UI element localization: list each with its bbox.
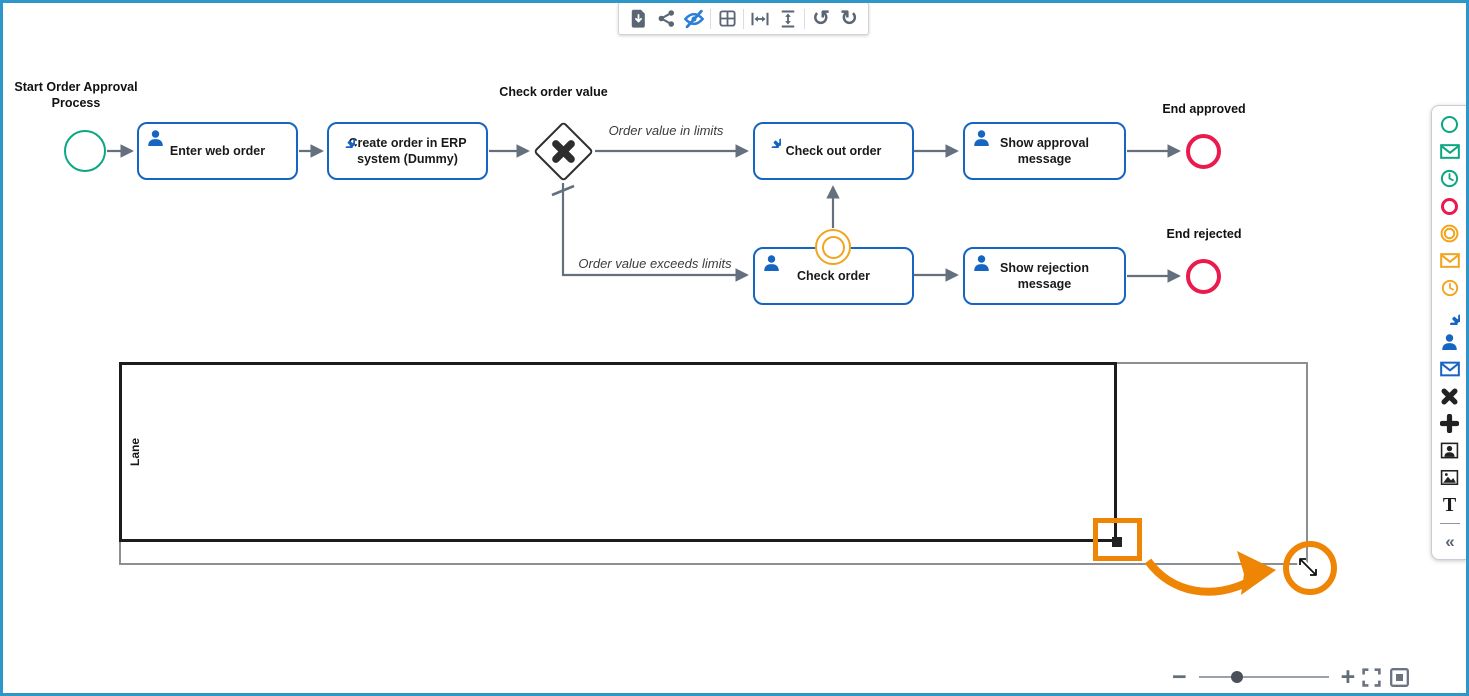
- image-icon: [1440, 468, 1459, 487]
- palette-intermediate-event[interactable]: [1440, 224, 1460, 243]
- fit-icon: [1389, 667, 1409, 687]
- top-toolbar: ↺ ↻: [618, 2, 869, 35]
- redo-button[interactable]: ↻: [837, 7, 861, 31]
- palette-user-task[interactable]: [1440, 333, 1460, 352]
- palette-text-annotation[interactable]: T: [1440, 494, 1460, 517]
- boundary-inner-circle: [821, 235, 845, 259]
- match-height-button[interactable]: [776, 7, 800, 31]
- palette-end-event[interactable]: [1440, 197, 1460, 216]
- parallel-gateway-icon: [1440, 414, 1459, 433]
- zoom-out-button[interactable]: −: [1172, 662, 1187, 691]
- lane-label: Lane: [128, 437, 143, 467]
- zoom-slider-thumb[interactable]: [1230, 671, 1243, 683]
- resize-cursor-icon: [1297, 556, 1319, 578]
- undo-button[interactable]: ↺: [809, 7, 833, 31]
- match-width-button[interactable]: [748, 7, 772, 31]
- user-task-icon: [762, 254, 781, 273]
- start-event-icon: [1441, 116, 1458, 133]
- task-show-rejection-message[interactable]: Show rejection message: [963, 247, 1126, 305]
- service-task-icon: [336, 129, 355, 148]
- task-label: Create order in ERP system (Dummy): [348, 135, 467, 166]
- flow-label-in-limits: Order value in limits: [608, 123, 724, 138]
- palette-message-intermediate-event[interactable]: [1440, 251, 1460, 270]
- task-label: Check order: [797, 268, 870, 283]
- user-task-icon: [146, 129, 165, 148]
- shape-palette: T «: [1431, 105, 1467, 560]
- end-event-rejected[interactable]: [1186, 259, 1221, 294]
- lane-resize-handle[interactable]: [1112, 537, 1122, 547]
- task-label: Check out order: [785, 143, 882, 158]
- eye-off-icon: [683, 9, 705, 28]
- zoom-slider[interactable]: [1198, 671, 1329, 683]
- boundary-intermediate-event[interactable]: [815, 229, 851, 265]
- service-task-icon: [1440, 304, 1460, 325]
- highlight-square-annotation: [1093, 518, 1142, 561]
- collapse-icon: «: [1445, 532, 1455, 551]
- palette-divider: [1439, 522, 1460, 524]
- send-task-icon: [1440, 361, 1460, 377]
- toggle-visibility-button[interactable]: [682, 7, 706, 31]
- end-event-approved[interactable]: [1186, 134, 1221, 169]
- gateway-label: Check order value: [499, 85, 608, 99]
- palette-timer-start-event[interactable]: [1440, 169, 1460, 188]
- toolbar-divider: [710, 8, 711, 29]
- timer-start-icon: [1440, 169, 1459, 188]
- fit-to-screen-button[interactable]: [1387, 665, 1411, 689]
- fullscreen-button[interactable]: [1359, 665, 1383, 689]
- message-start-icon: [1440, 144, 1460, 159]
- match-width-icon: [751, 12, 769, 25]
- zoom-in-button[interactable]: +: [1340, 662, 1356, 691]
- palette-timer-intermediate-event[interactable]: [1440, 278, 1460, 297]
- task-label: Show approval message: [1000, 135, 1089, 166]
- palette-send-task[interactable]: [1440, 360, 1460, 379]
- text-annotation-icon: T: [1442, 494, 1457, 517]
- exclusive-gateway-icon: [1440, 387, 1459, 406]
- undo-icon: ↺: [812, 7, 830, 30]
- user-task-icon: [1440, 333, 1459, 352]
- zoom-bar: − +: [1160, 662, 1430, 692]
- match-height-icon: [781, 10, 795, 27]
- task-check-out-order[interactable]: Check out order: [753, 122, 914, 180]
- end-event-icon: [1441, 197, 1458, 215]
- timer-intermediate-icon: [1441, 279, 1459, 297]
- end-rejected-label: End rejected: [1166, 227, 1242, 241]
- start-event[interactable]: [64, 130, 106, 172]
- palette-service-task[interactable]: [1440, 305, 1460, 324]
- share-icon: [658, 10, 674, 27]
- palette-collapse-button[interactable]: «: [1440, 532, 1460, 551]
- highlight-circle-annotation: [1283, 541, 1337, 595]
- task-create-order-erp[interactable]: Create order in ERP system (Dummy): [327, 122, 488, 180]
- message-intermediate-icon: [1440, 253, 1460, 268]
- user-task-icon: [972, 129, 991, 148]
- palette-image[interactable]: [1440, 468, 1460, 487]
- palette-start-event[interactable]: [1440, 115, 1460, 134]
- palette-parallel-gateway[interactable]: [1440, 414, 1460, 433]
- service-task-icon: [762, 129, 781, 148]
- export-file-button[interactable]: [626, 7, 650, 31]
- default-flow-marker: [551, 184, 575, 197]
- gateway-x-icon: [550, 138, 577, 165]
- redo-icon: ↻: [840, 7, 858, 30]
- task-label: Show rejection message: [1000, 260, 1089, 291]
- grid-window-icon: [718, 10, 736, 27]
- share-button[interactable]: [654, 7, 678, 31]
- toolbar-divider: [743, 8, 744, 29]
- palette-exclusive-gateway[interactable]: [1440, 387, 1460, 406]
- task-label: Enter web order: [169, 143, 266, 158]
- export-file-icon: [631, 9, 645, 28]
- task-show-approval-message[interactable]: Show approval message: [963, 122, 1126, 180]
- toolbar-divider: [804, 8, 805, 29]
- grid-view-button[interactable]: [715, 7, 739, 31]
- participant-icon: [1440, 441, 1459, 460]
- start-event-label: Start Order Approval Process: [14, 80, 138, 111]
- user-task-icon: [972, 254, 991, 273]
- palette-message-start-event[interactable]: [1440, 142, 1460, 161]
- task-enter-web-order[interactable]: Enter web order: [137, 122, 298, 180]
- fullscreen-icon: [1362, 667, 1381, 687]
- flow-label-exceeds-limits: Order value exceeds limits: [578, 256, 732, 271]
- intermediate-event-icon: [1440, 224, 1459, 243]
- lane-shape[interactable]: [119, 362, 1117, 542]
- end-approved-label: End approved: [1162, 102, 1246, 116]
- palette-participant[interactable]: [1440, 441, 1460, 460]
